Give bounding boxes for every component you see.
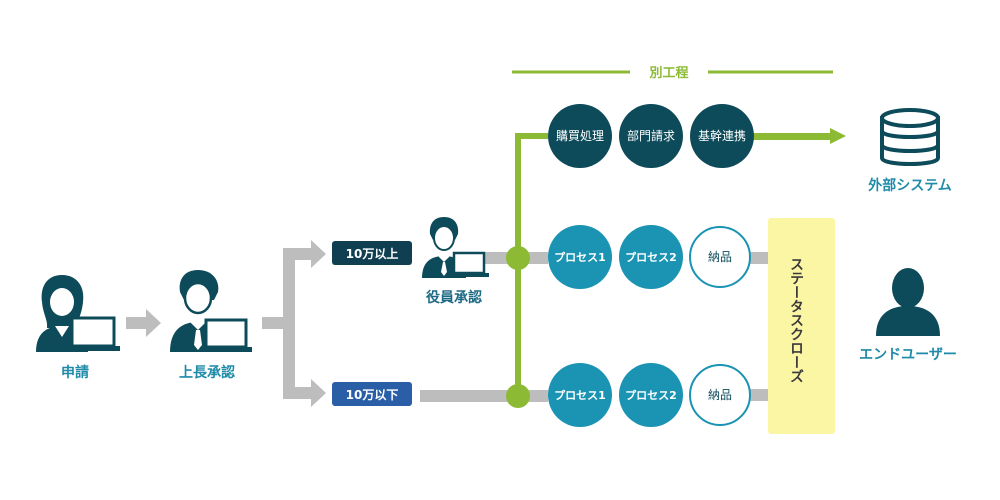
green-vertical-connector [515, 133, 548, 396]
database-icon [880, 108, 940, 166]
tag-under-100k-label: 10万以下 [346, 388, 399, 402]
upper-process2-label: プロセス2 [625, 250, 677, 264]
tag-under-100k [332, 382, 412, 406]
upper-process1-node [548, 225, 612, 289]
lower-flow: プロセス1 プロセス2 納品 [548, 363, 751, 427]
tag-over-100k-label: 10万以上 [346, 246, 399, 261]
junction-upper [506, 246, 530, 270]
upper-flow: プロセス1 プロセス2 納品 [548, 225, 751, 289]
split-vertical-bar [283, 248, 295, 398]
step-dept-billing-node [619, 104, 683, 168]
end-user-icon [876, 268, 940, 336]
applicant-label: 申請 [61, 364, 89, 381]
manager-label: 上長承認 [179, 364, 235, 381]
arrow-applicant-to-manager [126, 309, 161, 337]
lower-process1-node [548, 363, 612, 427]
step-dept-billing-label: 部門請求 [627, 128, 675, 143]
end-user-label: エンドユーザー [859, 347, 957, 363]
applicant-laptop-icon [66, 316, 120, 351]
separate-process-label: 別工程 [648, 66, 688, 81]
upper-process2-node [619, 225, 683, 289]
step-purchase-label: 購買処理 [556, 129, 604, 143]
separate-process-lines [506, 70, 846, 408]
lower-process2-label: プロセス2 [625, 388, 677, 402]
status-close-label: ステータスクローズ [788, 257, 804, 383]
arrow-lower-branch [283, 379, 326, 407]
junction-lower [506, 384, 530, 408]
arrow-upper-branch [283, 240, 326, 268]
lower-delivery-label: 納品 [708, 388, 732, 402]
external-system-label: 外部システム [868, 177, 952, 194]
green-arrow-head [830, 128, 846, 144]
tag-over-100k [332, 241, 412, 265]
executive-laptop-icon [449, 251, 489, 277]
separate-process-steps: 購買処理 部門請求 基幹連携 [548, 104, 754, 168]
lower-delivery-node [689, 364, 751, 426]
manager-laptop-icon [200, 318, 252, 352]
upper-process1-label: プロセス1 [554, 250, 606, 264]
lower-process1-label: プロセス1 [554, 388, 606, 402]
status-close-box [768, 218, 835, 434]
branch-tags: 10万以上 10万以下 [332, 241, 412, 406]
green-arrow-shaft [745, 133, 830, 140]
upper-delivery-label: 納品 [708, 250, 732, 264]
arrow-manager-to-split [262, 317, 284, 329]
step-core-integration-node [690, 104, 754, 168]
lower-process2-node [619, 363, 683, 427]
upper-delivery-node [689, 226, 751, 288]
step-purchase-node [548, 104, 612, 168]
step-core-integration-label: 基幹連携 [698, 128, 746, 143]
line-lower-to-junction [420, 390, 518, 402]
executive-label: 役員承認 [426, 289, 482, 306]
